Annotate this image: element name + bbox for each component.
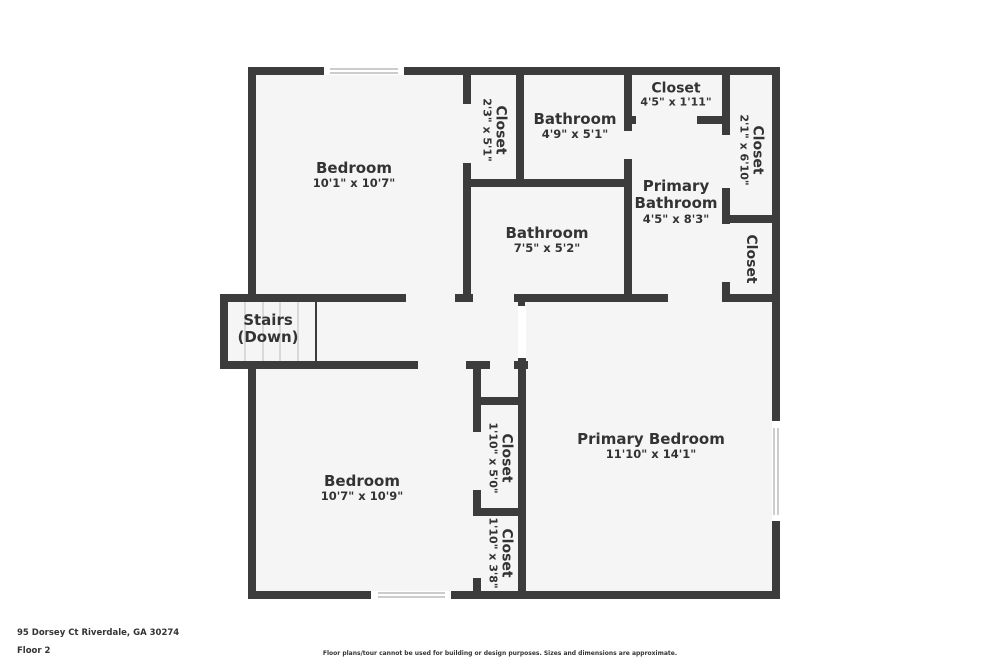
room-dimensions: 2'1" x 6'10" — [737, 114, 751, 186]
room-dimensions: 4'5" x 8'3" — [642, 211, 710, 226]
floor-label: Floor 2 — [17, 646, 51, 656]
room-name: Closet — [498, 433, 515, 483]
room-stairs: Stairs (Down) — [237, 310, 299, 347]
room-bathroom-2: Bathroom 7'5" x 5'2" — [505, 223, 589, 256]
room-name: Closet — [651, 80, 701, 97]
room-name: Bathroom — [505, 223, 589, 242]
room-dimensions: 1'10" x 3'8" — [486, 517, 500, 589]
room-closet-6: Closet 1'10" x 3'8" — [486, 517, 515, 589]
walls — [220, 67, 780, 599]
room-name-line1: Stairs — [243, 310, 293, 329]
room-dimensions: 2'3" x 5'1" — [480, 98, 494, 162]
room-primary-bathroom: Primary Bathroom 4'5" x 8'3" — [634, 177, 718, 226]
room-bedroom-1: Bedroom 10'1" x 10'7" — [312, 158, 396, 191]
room-dimensions: 11'10" x 14'1" — [605, 447, 697, 462]
room-name-line2: Bathroom — [634, 194, 718, 213]
room-bathroom-1: Bathroom 4'9" x 5'1" — [533, 109, 617, 142]
stairs-treads — [244, 300, 299, 363]
disclaimer-text: Floor plans/tour cannot be used for buil… — [322, 650, 678, 657]
room-closet-1: Closet 2'3" x 5'1" — [480, 98, 509, 162]
room-name: Closet — [498, 528, 515, 578]
room-closet-4: Closet — [743, 234, 759, 283]
room-closet-2: Closet 4'5" x 1'11" — [640, 81, 711, 110]
room-name-line1: Primary — [642, 177, 710, 196]
windows-and-doors — [324, 67, 780, 599]
room-bedroom-2: Bedroom 10'7" x 10'9" — [320, 471, 404, 504]
property-address: 95 Dorsey Ct Riverdale, GA 30274 — [17, 628, 180, 638]
room-dimensions: 4'5" x 1'11" — [640, 95, 712, 109]
room-name: Bathroom — [533, 109, 617, 128]
room-name: Closet — [743, 234, 760, 284]
room-name: Primary Bedroom — [577, 429, 725, 448]
room-name: Closet — [492, 105, 509, 155]
room-dimensions: 4'9" x 5'1" — [541, 127, 609, 142]
room-primary-bedroom: Primary Bedroom 11'10" x 14'1" — [577, 429, 725, 462]
room-name: Bedroom — [316, 158, 392, 177]
room-closet-3: Closet 2'1" x 6'10" — [737, 114, 766, 186]
room-name-line2: (Down) — [237, 328, 299, 346]
room-closet-5: Closet 1'10" x 5'0" — [486, 422, 515, 494]
room-dimensions: 10'7" x 10'9" — [320, 489, 404, 504]
room-dimensions: 7'5" x 5'2" — [513, 241, 581, 256]
room-name: Bedroom — [324, 471, 400, 490]
room-dimensions: 10'1" x 10'7" — [312, 176, 396, 191]
room-dimensions: 1'10" x 5'0" — [486, 422, 500, 494]
room-name: Closet — [749, 125, 766, 175]
